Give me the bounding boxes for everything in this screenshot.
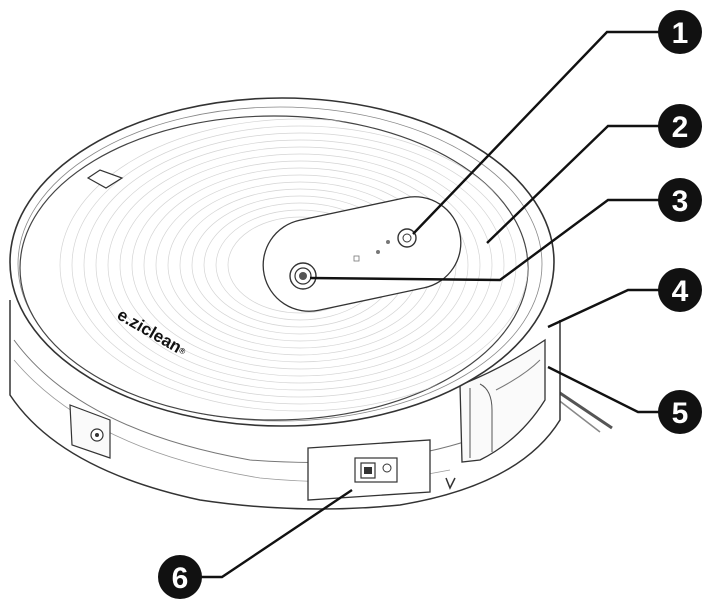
leader-line-4: [547, 288, 660, 329]
callout-6: 6: [158, 555, 202, 599]
svg-text:6: 6: [172, 562, 189, 595]
leader-line-2: [486, 124, 660, 244]
side-vent: [69, 404, 111, 459]
leader-line-1: [412, 30, 660, 235]
callout-4: 4: [658, 268, 702, 312]
callout-1: 1: [658, 10, 702, 54]
svg-text:1: 1: [672, 17, 689, 50]
leader-line-6: [200, 489, 353, 579]
charge-indicator-icon: [376, 250, 380, 254]
wifi-indicator-icon: [386, 240, 390, 244]
svg-text:3: 3: [672, 185, 689, 218]
leader-line-5: [547, 365, 660, 414]
leader-lines: [200, 30, 660, 579]
leader-line-3: [309, 198, 660, 282]
svg-text:4: 4: [672, 275, 689, 308]
callout-3: 3: [658, 178, 702, 222]
home-button[interactable]: [289, 262, 317, 290]
svg-text:2: 2: [672, 111, 689, 144]
power-switch-panel: [307, 439, 431, 501]
power-button[interactable]: [397, 228, 417, 248]
dustbin-area: [459, 338, 546, 463]
callout-2: 2: [658, 104, 702, 148]
callout-5: 5: [658, 390, 702, 434]
status-indicator-icon: [353, 255, 360, 262]
svg-text:5: 5: [672, 397, 689, 430]
